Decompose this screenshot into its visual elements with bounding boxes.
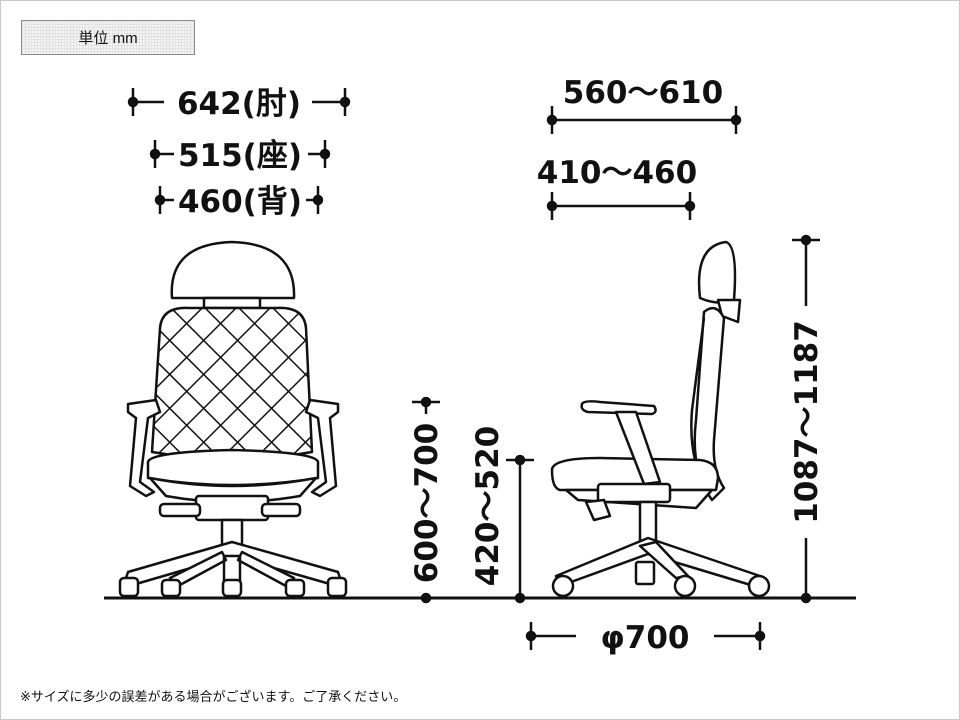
side-base-center	[634, 560, 656, 586]
seat-depth-label: 410～460	[537, 155, 697, 191]
front-headrest	[170, 240, 296, 300]
tolerance-note: ※サイズに多少の誤差がある場合がございます。ご了承ください。	[20, 689, 407, 704]
caster	[673, 574, 697, 598]
unit-label: 単位 mm	[21, 20, 195, 55]
seat-height-dimension	[506, 454, 534, 604]
front-mechanism	[194, 494, 270, 522]
front-view-chair	[118, 240, 348, 598]
seat-width-dimension	[149, 140, 331, 168]
caster	[326, 576, 348, 598]
caster	[160, 578, 182, 598]
depth-overall-label: 560～610	[563, 75, 723, 111]
side-view-chair	[550, 240, 771, 598]
side-armrest-post	[614, 410, 662, 486]
caster	[221, 578, 243, 598]
back-width-label: 460(背)	[178, 184, 302, 220]
front-right-lever	[260, 502, 302, 518]
caster	[284, 578, 306, 598]
armrest-height-label: 600～700	[409, 423, 445, 583]
front-seat-cushion	[146, 448, 320, 487]
front-mesh-back	[150, 306, 314, 461]
armrest-height-dimension	[412, 396, 440, 604]
seat-height-label: 420～520	[470, 426, 506, 586]
side-mechanism	[596, 482, 672, 504]
back-width-dimension	[154, 186, 324, 214]
side-headrest	[697, 240, 737, 304]
caster	[118, 576, 140, 598]
overall-height-dimension	[792, 234, 820, 604]
caster	[551, 574, 575, 598]
seat-width-label: 515(座)	[178, 138, 302, 174]
base-diameter-label: φ700	[601, 620, 690, 656]
side-armrest-pad	[580, 400, 657, 416]
side-seat	[550, 456, 720, 492]
overall-height-label: 1087～1187	[789, 320, 825, 524]
side-lever	[584, 498, 612, 522]
base-diameter-dimension	[525, 622, 766, 650]
depth-overall-dimension	[546, 106, 742, 134]
front-right-armrest	[304, 398, 340, 498]
front-left-lever	[158, 502, 202, 518]
armrest-width-dimension	[127, 88, 351, 116]
front-left-armrest	[126, 398, 162, 498]
side-gas-cylinder	[638, 500, 658, 544]
caster	[747, 574, 771, 598]
seat-depth-dimension	[546, 192, 696, 220]
front-headrest-stem	[202, 296, 262, 310]
armrest-width-label: 642(肘)	[177, 86, 301, 122]
